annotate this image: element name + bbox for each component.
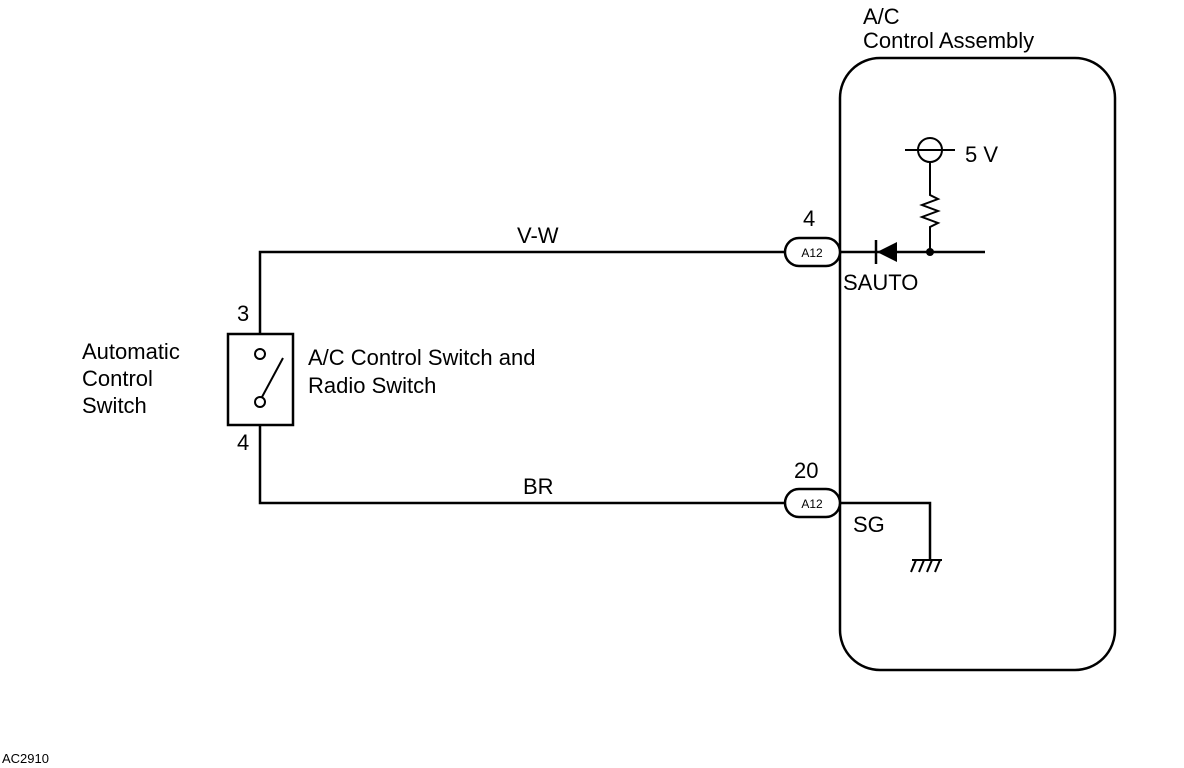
assembly-title-line2: Control Assembly xyxy=(863,28,1034,53)
terminal-sg-label: SG xyxy=(853,512,885,537)
connector-bottom xyxy=(783,487,842,519)
wire-v-w xyxy=(258,250,785,334)
connector-bottom-pin: 20 xyxy=(794,458,818,483)
switch-name-line2: Control xyxy=(82,366,153,391)
switch-contact-top xyxy=(254,348,266,360)
pullup-resistor-symbol xyxy=(919,190,941,252)
terminal-sauto-label: SAUTO xyxy=(843,270,918,295)
switch-desc-line2: Radio Switch xyxy=(308,373,436,398)
ground-symbol xyxy=(910,559,942,573)
internal-line-sg xyxy=(840,501,932,560)
ac-control-assembly-box xyxy=(838,56,1117,672)
assembly-title-line1: A/C xyxy=(863,4,900,29)
switch-box xyxy=(226,332,295,427)
wire-bottom-color-label: BR xyxy=(523,474,554,499)
supply-voltage-label: 5 V xyxy=(965,142,998,167)
switch-contact-bottom xyxy=(254,396,266,408)
wire-br xyxy=(258,425,785,505)
switch-name-line3: Switch xyxy=(82,393,147,418)
figure-code: AC2910 xyxy=(2,751,49,766)
connector-top xyxy=(783,236,842,268)
switch-desc-line1: A/C Control Switch and xyxy=(308,345,535,370)
switch-pin-bottom: 4 xyxy=(237,430,249,455)
switch-name-line1: Automatic xyxy=(82,339,180,364)
connector-top-id: A12 xyxy=(801,246,823,260)
wire-top-color-label: V-W xyxy=(517,223,559,248)
switch-pin-top: 3 xyxy=(237,301,249,326)
supply-5v-symbol xyxy=(905,137,955,190)
switch-arm xyxy=(261,357,284,398)
connector-top-pin: 4 xyxy=(803,206,815,231)
connector-bottom-id: A12 xyxy=(801,497,823,511)
